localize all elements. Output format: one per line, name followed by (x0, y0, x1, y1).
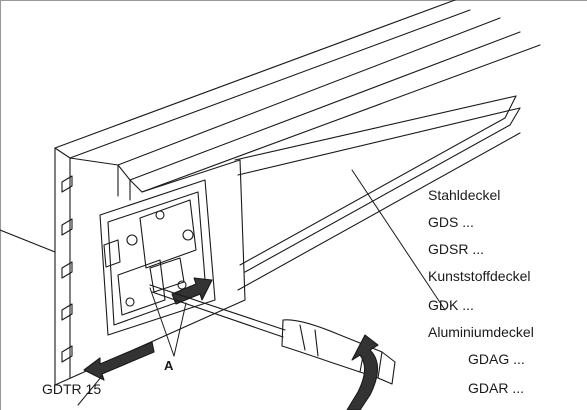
duct-front-face (0, 147, 246, 386)
label-kunststoffdeckel: Kunststoffdeckel (428, 268, 531, 284)
direction-arrows (83, 277, 213, 381)
label-aluminiumdeckel: Aluminiumdeckel (428, 324, 534, 340)
label-gdsr: GDSR ... (428, 241, 485, 257)
arrow-right-icon (171, 277, 213, 305)
device-carrier (99, 179, 216, 336)
label-marker-a: A (164, 358, 174, 373)
label-gds: GDS ... (428, 214, 474, 230)
rotate-arrow-icon (346, 334, 379, 410)
label-gdar: GDAR ... (468, 380, 525, 396)
label-stahldeckel: Stahldeckel (428, 187, 501, 203)
label-gdk: GDK ... (428, 297, 474, 313)
label-gdag: GDAG ... (468, 351, 525, 367)
arrow-left-icon (83, 341, 155, 381)
leader-lines (77, 169, 446, 406)
label-gdtr: GDTR 15 (42, 381, 102, 397)
screwdriver (149, 284, 396, 385)
duct-body (54, 0, 541, 291)
